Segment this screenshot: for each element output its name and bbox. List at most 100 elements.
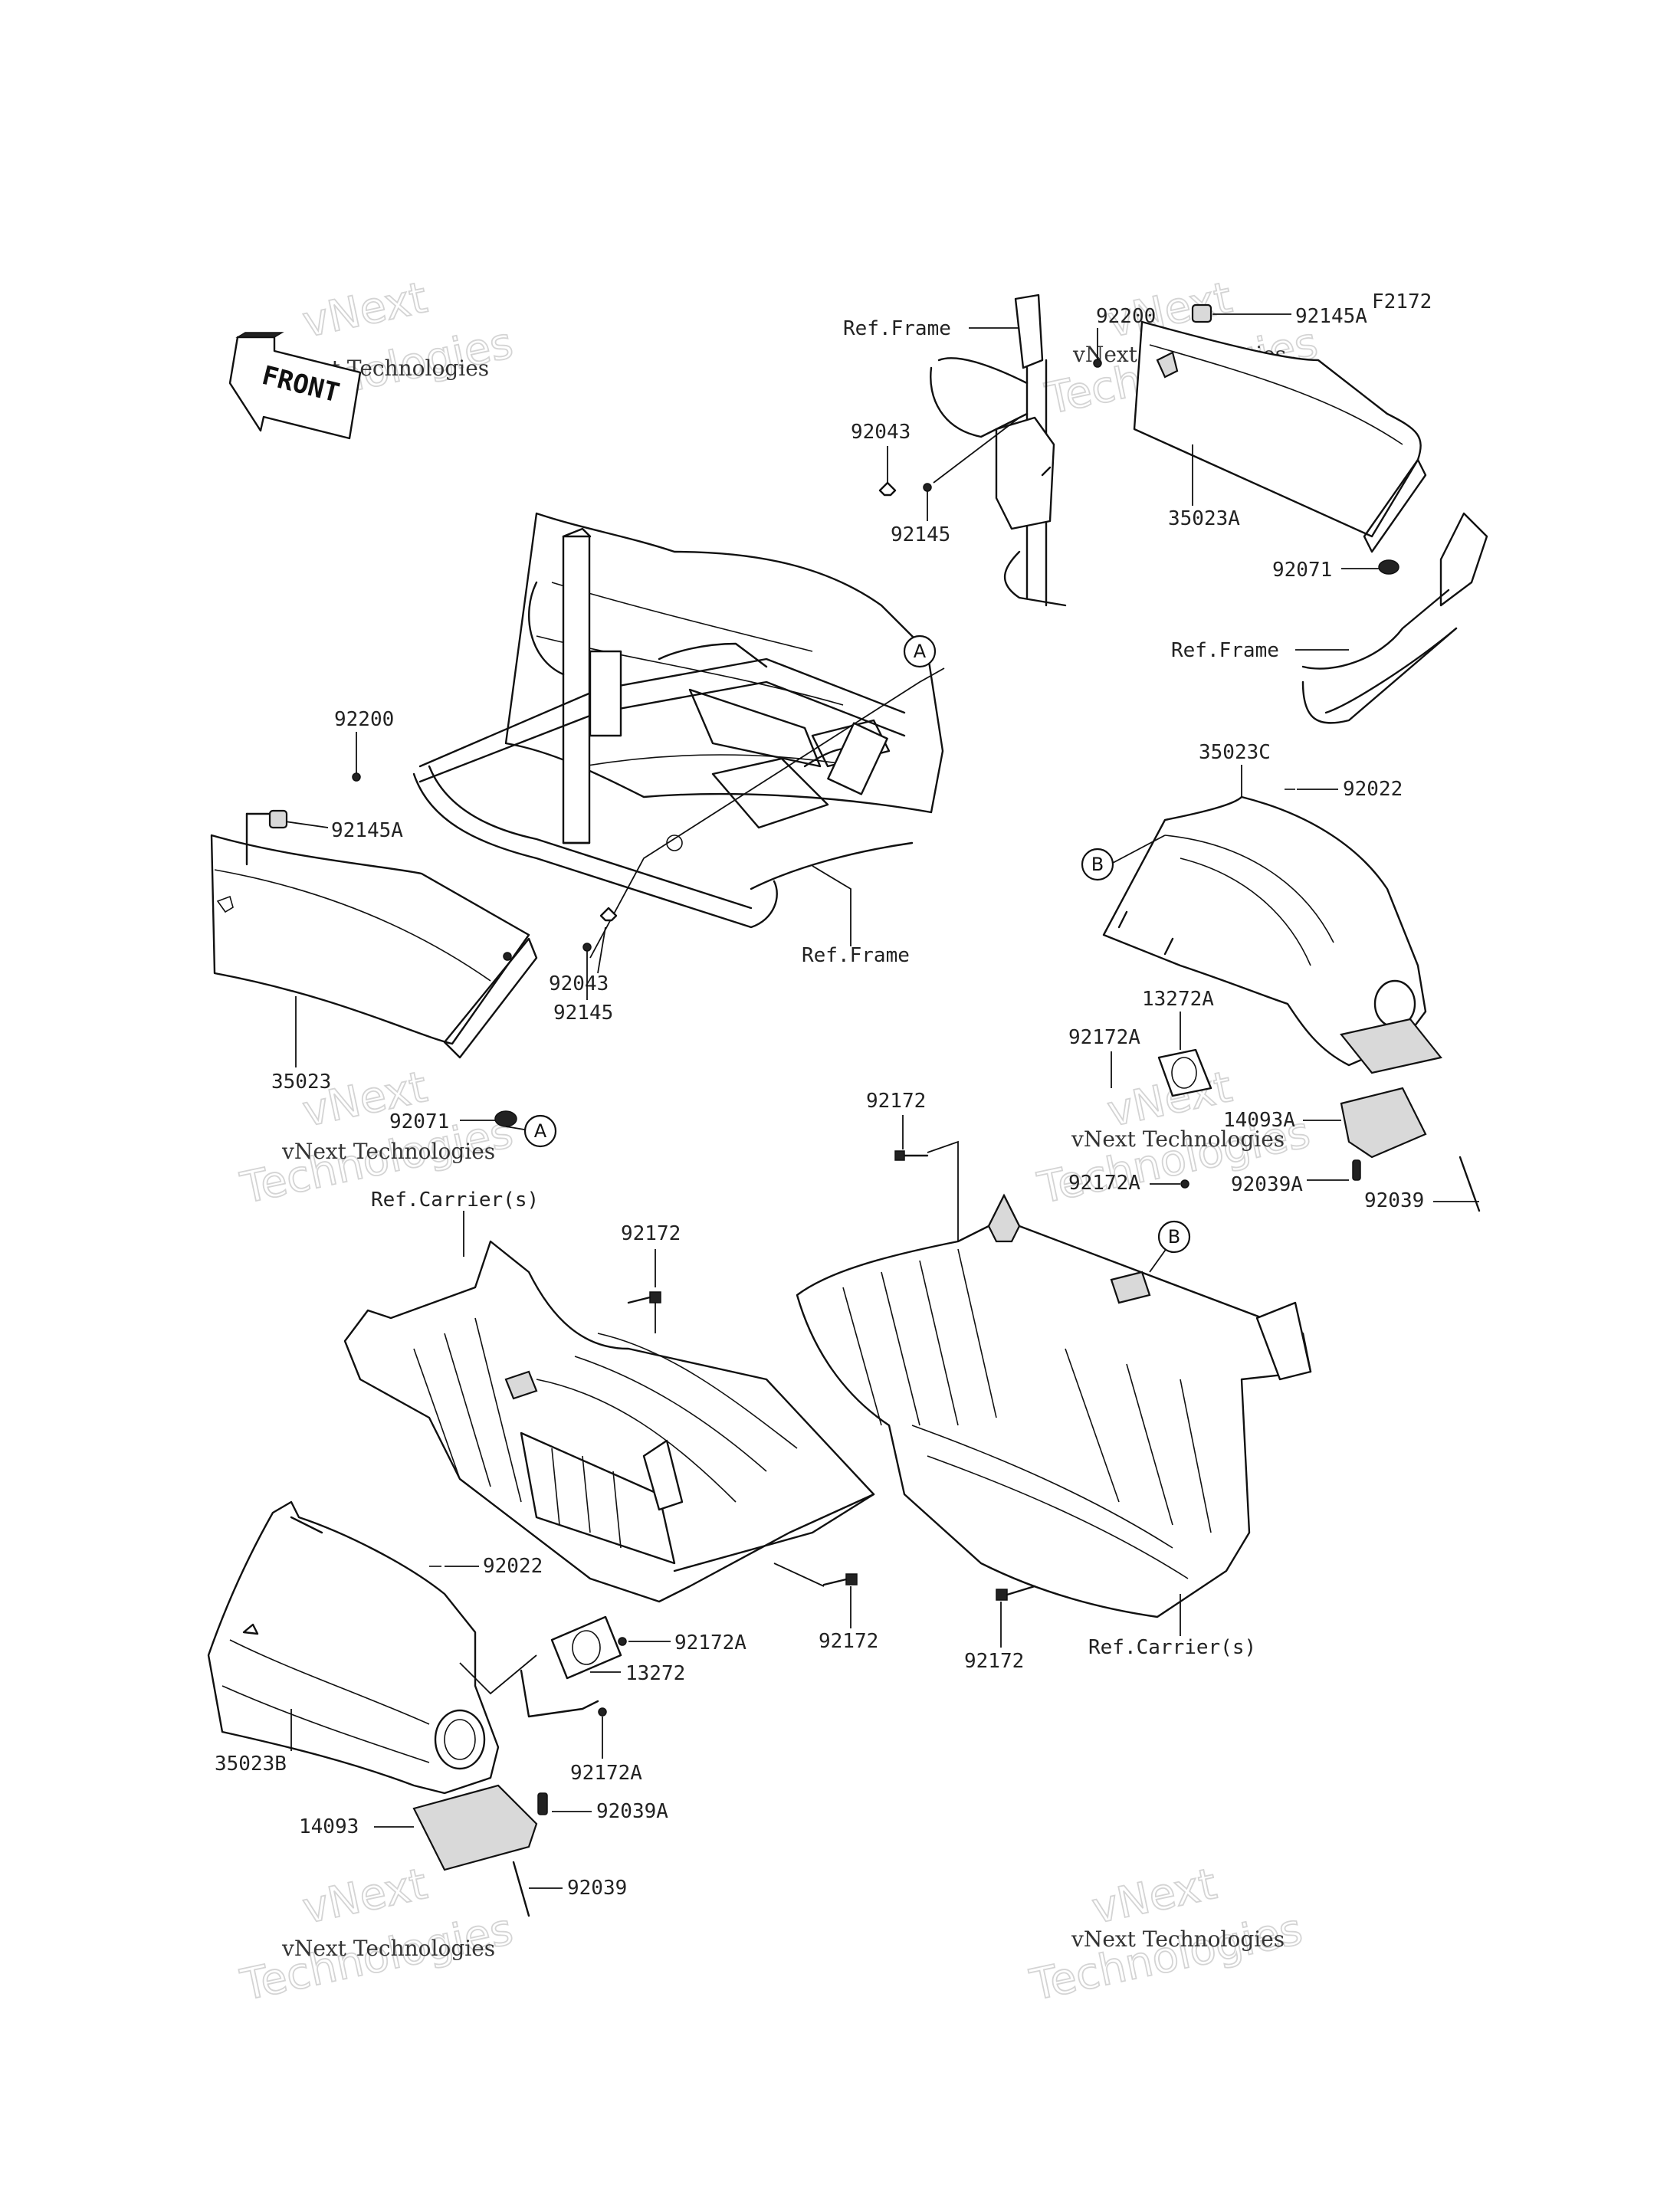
fender-35023B — [207, 1500, 500, 1795]
label-92071-top: 92071 — [1272, 559, 1332, 582]
label-ref-frame-right: Ref.Frame — [1171, 639, 1279, 662]
leader-92145-top-to-frame — [933, 417, 1020, 484]
leader-fender-to-box — [459, 1654, 537, 1695]
label-14093A: 14093A — [1223, 1109, 1295, 1132]
leader-circle-a-center — [589, 667, 945, 959]
leader-circle-b-right — [1112, 835, 1166, 864]
carrier-box-left — [343, 1240, 875, 1603]
watermark-bottom-right: vNext Technologies vNext Technologies — [1025, 1858, 1308, 2012]
bolt-92172-right-bottom-icon — [996, 1585, 1036, 1601]
frame-section-top-right — [930, 293, 1067, 607]
label-92145-center: 92145 — [553, 1002, 613, 1025]
washer-92200-left-icon — [352, 772, 361, 782]
screw-92039A-right-icon — [1352, 1159, 1361, 1181]
leader-92145A-left — [284, 821, 329, 828]
bolt-92172A-right-icon — [1180, 1179, 1189, 1189]
washer-92145-center-icon — [582, 943, 592, 952]
bolt-92172-left-bottom-icon — [822, 1573, 858, 1586]
leader-92172-left-bottom-to-box — [773, 1562, 825, 1587]
label-92039A-right: 92039A — [1231, 1173, 1303, 1196]
circle-a-center-text: A — [914, 641, 927, 662]
circle-b-box-text: B — [1168, 1226, 1180, 1248]
fender-35023C — [1102, 795, 1442, 1074]
clamp-13272A-icon — [1157, 1048, 1212, 1097]
label-92022-left: 92022 — [483, 1555, 543, 1578]
front-arrow-icon: FRONT — [228, 332, 362, 440]
grommet-92071-left-icon — [494, 1110, 517, 1127]
nut-92145A-top-icon — [1191, 303, 1212, 323]
svg-text:vNext: vNext — [298, 273, 431, 348]
bolt-92172-left-top-icon — [627, 1291, 661, 1304]
carrier-box-right — [796, 1193, 1312, 1618]
label-92145A-left: 92145A — [331, 819, 403, 842]
clip-92043-top-icon — [878, 481, 897, 497]
label-13272: 13272 — [625, 1662, 685, 1685]
nut-92145A-left-icon — [268, 809, 288, 829]
screw-92039A-left-icon — [537, 1792, 548, 1815]
clamp-13272-icon — [550, 1615, 622, 1680]
svg-text:Technologies: Technologies — [1025, 1904, 1306, 2011]
leader-ref-frame-center — [812, 865, 851, 946]
svg-text:vNext Technologies: vNext Technologies — [281, 1936, 495, 1961]
label-92200-left: 92200 — [334, 708, 394, 731]
label-14093: 14093 — [299, 1815, 359, 1838]
label-92071-left: 92071 — [389, 1110, 449, 1133]
watermark-bottom-left: vNext Technologies vNext Technologies — [236, 1858, 518, 2012]
label-92172A-left-lower: 92172A — [570, 1762, 642, 1785]
bolt-92039-left-icon — [512, 1861, 530, 1917]
label-92172-left-bottom: 92172 — [819, 1630, 878, 1653]
label-92043-top: 92043 — [851, 421, 911, 444]
label-35023C: 35023C — [1199, 741, 1271, 764]
bolt-92172A-left-upper-icon — [618, 1637, 627, 1646]
leader-92172-right-top-to-box — [927, 1140, 959, 1241]
figure-code: F2172 — [1372, 290, 1432, 313]
label-92200-top: 92200 — [1096, 305, 1156, 328]
bracket-13272-lower-icon — [520, 1669, 599, 1718]
cover-14093A-icon — [1340, 1087, 1427, 1159]
label-92145-top: 92145 — [891, 523, 950, 546]
washer-92145-top-icon — [923, 483, 932, 492]
frame-bracket-right — [1301, 512, 1488, 724]
svg-text:vNext: vNext — [298, 1859, 431, 1934]
label-13272A: 13272A — [1142, 988, 1214, 1011]
circle-a-left — [523, 1114, 557, 1148]
label-ref-carrier-left: Ref.Carrier(s) — [371, 1189, 539, 1212]
svg-text:vNext Technologies: vNext Technologies — [1071, 1926, 1285, 1952]
label-92145A-top: 92145A — [1295, 305, 1367, 328]
circle-a-left-text: A — [534, 1120, 547, 1142]
label-35023A: 35023A — [1168, 507, 1240, 530]
circle-b-right — [1081, 848, 1114, 881]
bolt-92039-right-icon — [1459, 1156, 1481, 1212]
cover-14093-icon — [412, 1784, 538, 1871]
svg-text:vNext Technologies: vNext Technologies — [281, 1139, 495, 1164]
svg-text:vNext Technologies: vNext Technologies — [1071, 1126, 1285, 1152]
circle-b-right-text: B — [1091, 854, 1104, 875]
label-ref-carrier-right: Ref.Carrier(s) — [1088, 1636, 1256, 1659]
svg-text:vNext: vNext — [1088, 1859, 1221, 1934]
label-92022-right: 92022 — [1343, 778, 1403, 801]
label-92043-center: 92043 — [549, 972, 609, 995]
label-92172A-left-upper: 92172A — [674, 1631, 746, 1654]
label-35023B: 35023B — [215, 1753, 287, 1776]
label-35023: 35023 — [271, 1071, 331, 1094]
label-92172-right-bottom: 92172 — [964, 1650, 1024, 1673]
label-92172-right-top: 92172 — [866, 1090, 926, 1113]
label-92172A-right-upper: 92172A — [1068, 1026, 1140, 1049]
central-frame-assembly — [412, 512, 944, 929]
bolt-92172A-left-lower-icon — [598, 1707, 607, 1717]
label-ref-frame-top: Ref.Frame — [843, 317, 951, 340]
circle-b-box — [1157, 1220, 1191, 1254]
label-92172A-right-lower: 92172A — [1068, 1172, 1140, 1195]
cover-35023-left — [210, 812, 538, 1059]
bolt-92172-right-top-icon — [894, 1150, 929, 1161]
washer-92200-top-icon — [1093, 359, 1102, 368]
cover-35023A-top — [1133, 320, 1427, 553]
label-ref-frame-center: Ref.Frame — [802, 944, 910, 967]
label-92039A-left: 92039A — [596, 1800, 668, 1823]
leader-92043-center — [597, 926, 606, 974]
clip-92043-center-icon — [599, 907, 618, 922]
circle-a-center — [903, 635, 937, 668]
grommet-92071-top-icon — [1378, 559, 1399, 575]
label-92039-right: 92039 — [1364, 1189, 1424, 1212]
